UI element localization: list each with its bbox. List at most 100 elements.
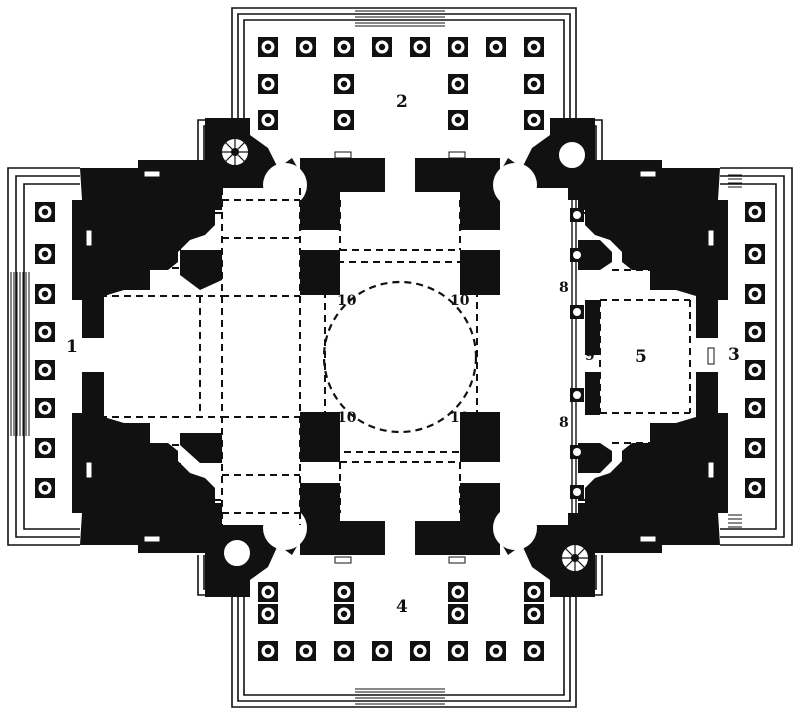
pier-west-left-lower — [100, 443, 130, 473]
column-base — [372, 641, 392, 661]
column-base — [258, 110, 278, 130]
central-dome — [322, 280, 478, 434]
column-base — [745, 360, 765, 380]
pier-east-center-lower — [585, 372, 600, 415]
column-base — [448, 641, 468, 661]
plan-labels: 1 2 3 4 5 6 7 8 8 9 10 10 10 10 — [66, 92, 740, 617]
column-base — [486, 641, 506, 661]
wall-se — [500, 372, 728, 597]
column-base — [334, 74, 354, 94]
column-base — [334, 37, 354, 57]
pier-west-lower — [180, 433, 222, 463]
pier-east-right-lower — [680, 423, 700, 473]
wall-nw — [72, 118, 300, 338]
columns — [35, 37, 765, 661]
column-base — [35, 244, 55, 264]
aisle-column — [570, 305, 584, 319]
wall-nw-inner — [300, 158, 385, 230]
spiral-stair-nw — [220, 137, 250, 167]
label-room-9: 9 — [585, 348, 595, 364]
column-base — [35, 322, 55, 342]
south-stair — [355, 688, 445, 708]
label-pier-sw: 10 — [337, 410, 357, 426]
column-base — [258, 37, 278, 57]
north-stair — [355, 7, 445, 27]
pier-east-center-upper — [585, 300, 600, 355]
column-base — [35, 284, 55, 304]
column-base — [745, 284, 765, 304]
label-portico-north: 2 — [396, 92, 408, 112]
pier-ne-solid — [460, 250, 500, 295]
east-stair-bottom — [728, 514, 742, 528]
column-base — [448, 74, 468, 94]
label-room-7: 7 — [644, 230, 656, 250]
column-base — [448, 582, 468, 602]
wall-se-inner — [415, 483, 500, 555]
pier-east-lower — [578, 443, 612, 473]
column-base — [35, 438, 55, 458]
column-base — [258, 641, 278, 661]
column-base — [35, 360, 55, 380]
column-base — [258, 582, 278, 602]
column-base — [524, 37, 544, 57]
label-portico-south: 4 — [396, 597, 408, 617]
west-stair — [7, 272, 30, 436]
east-aisle-rail — [562, 185, 577, 527]
aisle-column — [570, 485, 584, 499]
column-base — [524, 604, 544, 624]
wall-ne-inner — [415, 158, 500, 230]
pier-sw-solid — [300, 412, 340, 462]
label-room-5: 5 — [635, 347, 647, 367]
column-base — [745, 438, 765, 458]
column-base — [334, 604, 354, 624]
column-base — [410, 37, 430, 57]
label-room-8-upper: 8 — [559, 280, 569, 296]
column-base — [296, 37, 316, 57]
column-base — [334, 110, 354, 130]
east-stair-top — [728, 174, 742, 188]
aisle-column — [570, 208, 584, 222]
column-base — [745, 322, 765, 342]
column-base — [745, 478, 765, 498]
column-base — [486, 37, 506, 57]
column-base — [35, 478, 55, 498]
column-base — [745, 202, 765, 222]
window-openings — [85, 151, 715, 564]
aisle-column — [570, 388, 584, 402]
column-base — [258, 604, 278, 624]
pier-east-upper — [578, 240, 612, 270]
label-room-8-lower: 8 — [559, 415, 569, 431]
room-voids — [222, 163, 568, 550]
column-base — [448, 37, 468, 57]
pier-se-solid — [460, 412, 500, 462]
pier-west-left-upper — [100, 240, 130, 270]
label-portico-west: 1 — [66, 337, 78, 357]
spiral-stair-se — [560, 543, 590, 573]
aisle-column — [570, 445, 584, 459]
column-base — [334, 641, 354, 661]
pier-east-right-upper — [680, 240, 700, 290]
label-pier-nw: 10 — [337, 293, 357, 309]
wall-sw-inner — [300, 483, 385, 555]
column-base — [524, 74, 544, 94]
pier-west-upper — [180, 250, 222, 290]
pier-nw-solid — [300, 250, 340, 295]
round-room-sw — [222, 538, 252, 568]
column-base — [448, 604, 468, 624]
column-base — [334, 582, 354, 602]
round-room-ne — [557, 140, 587, 170]
column-base — [35, 202, 55, 222]
column-base — [524, 110, 544, 130]
label-portico-east: 3 — [728, 345, 740, 365]
column-base — [35, 398, 55, 418]
column-base — [410, 641, 430, 661]
column-base — [524, 582, 544, 602]
column-base — [296, 641, 316, 661]
wall-ne — [500, 118, 728, 338]
label-pier-ne: 10 — [450, 293, 470, 309]
column-base — [524, 641, 544, 661]
label-pier-se: 10 — [450, 410, 470, 426]
label-room-6: 6 — [644, 459, 656, 479]
column-base — [258, 74, 278, 94]
